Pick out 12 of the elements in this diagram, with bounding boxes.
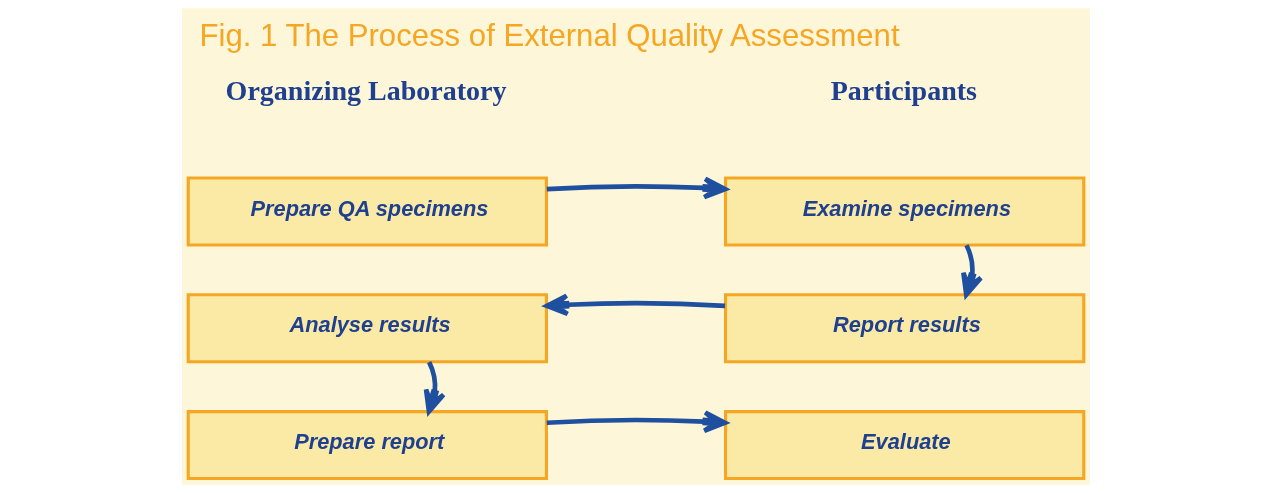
node-box: Prepare report <box>186 410 548 481</box>
node-box: Analyse results <box>186 293 548 364</box>
arrow <box>960 244 983 298</box>
arrow <box>543 293 725 317</box>
node-box: Report results <box>723 293 1085 364</box>
diagram-title: Fig. 1 The Process of External Quality Assessment <box>199 17 900 53</box>
label: Participants <box>830 74 977 106</box>
arrow <box>423 361 446 414</box>
node-box: Evaluate <box>723 410 1085 481</box>
label: Organizing Laboratory <box>225 74 507 106</box>
node-box: Examine specimens <box>723 176 1085 247</box>
node-box: Prepare QA specimens <box>186 176 548 247</box>
